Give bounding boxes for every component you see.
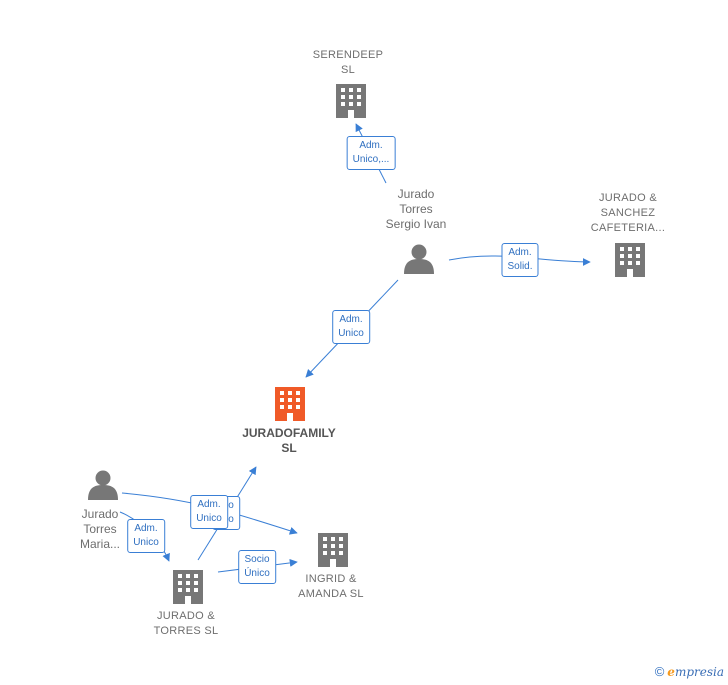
copyright-icon: © xyxy=(654,664,665,679)
edge-label-line: o xyxy=(228,500,234,511)
building-icon[interactable] xyxy=(336,84,366,118)
edge-label-line: o xyxy=(228,514,234,525)
node-label-line: Jurado xyxy=(81,507,119,521)
node-label-jurado-maria[interactable]: Jurado Torres Maria... xyxy=(80,507,120,552)
edge-label-line: Socio xyxy=(244,554,270,565)
edge-label-line: Unico xyxy=(338,328,364,339)
edge-label-line: Unico xyxy=(133,537,159,548)
edge-label-adm-unico-serendeep[interactable]: Adm. Unico,... xyxy=(346,136,396,170)
node-label-line: SANCHEZ xyxy=(600,207,656,219)
edge-label-line: Unico xyxy=(196,513,222,524)
node-label-line: Maria... xyxy=(79,537,121,551)
node-label-line: JURADO & xyxy=(156,610,216,622)
edge-label-socio-unico[interactable]: Socio Único xyxy=(238,550,276,584)
node-label-line: SL xyxy=(340,64,356,76)
edge-label-line: Unico,... xyxy=(352,154,390,165)
node-label-line: SERENDEEP xyxy=(312,49,384,61)
node-label-line: INGRID & xyxy=(305,573,357,585)
node-label-jurado-sergio[interactable]: Jurado Torres Sergio Ivan xyxy=(386,187,447,232)
node-label-ingrid-amanda[interactable]: INGRID & AMANDA SL xyxy=(298,572,364,602)
building-icon[interactable] xyxy=(173,570,203,604)
person-icon[interactable] xyxy=(88,470,118,501)
edge-label-line: Adm. xyxy=(359,140,383,151)
person-icon[interactable] xyxy=(404,244,434,275)
node-label-line: Sergio Ivan xyxy=(385,217,447,231)
node-label-line: AMANDA SL xyxy=(298,588,364,600)
building-icon[interactable] xyxy=(615,243,645,277)
edge-label-line: Adm. xyxy=(339,314,363,325)
edge-label-line: Adm. xyxy=(134,523,158,534)
node-label-line: JURADOFAMILY xyxy=(242,426,336,440)
brand-logo-initial: e xyxy=(667,665,675,679)
node-label-jurado-sanchez[interactable]: JURADO & SANCHEZ CAFETERIA... xyxy=(591,191,666,236)
node-label-line: JURADO & xyxy=(598,192,658,204)
building-icon[interactable] xyxy=(275,387,305,421)
node-label-serendeep[interactable]: SERENDEEP SL xyxy=(313,48,384,78)
node-label-line: TORRES SL xyxy=(153,625,219,637)
edge-label-adm-solid[interactable]: Adm. Solid. xyxy=(501,243,539,277)
node-label-juradofamily[interactable]: JURADOFAMILY SL xyxy=(242,426,336,456)
node-label-jurado-torres-sl[interactable]: JURADO & TORRES SL xyxy=(154,609,219,639)
edge-label-line: Único xyxy=(244,568,270,579)
node-label-line: Torres xyxy=(83,522,117,536)
node-label-line: SL xyxy=(281,441,297,455)
edge-label-adm-unico-maria[interactable]: Adm. Unico xyxy=(127,519,165,553)
node-label-line: CAFETERIA... xyxy=(590,222,666,234)
edge-label-line: Adm. xyxy=(508,247,532,258)
node-label-line: Torres xyxy=(399,202,433,216)
building-icon[interactable] xyxy=(318,533,348,567)
edge-label-line: Solid. xyxy=(507,261,533,272)
brand-logo-text: mpresia xyxy=(674,665,724,679)
edge-label-adm-unico-juradofamily[interactable]: Adm. Unico xyxy=(332,310,370,344)
footer-brand: ©empresia xyxy=(655,664,724,679)
edge-label-line: Adm. xyxy=(197,499,221,510)
edge-label-adm-unico-torres[interactable]: Adm. Unico xyxy=(190,495,228,529)
node-label-line: Jurado xyxy=(397,187,435,201)
